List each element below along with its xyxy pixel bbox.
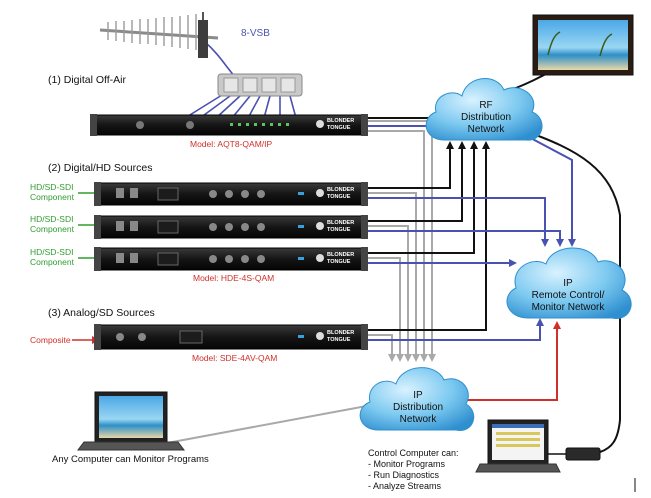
svg-text:TONGUE: TONGUE — [327, 227, 351, 233]
svg-text:Network: Network — [468, 124, 506, 135]
hde-rack-unit-3: BLONDER TONGUE — [94, 247, 368, 271]
usb-dongle-icon — [565, 447, 601, 461]
ip-links — [362, 125, 576, 341]
model-label-sde4av: Model: SDE-4AV-QAM — [192, 353, 277, 363]
svg-text:- Analyze Streams: - Analyze Streams — [368, 481, 442, 491]
svg-text:- Run Diagnostics: - Run Diagnostics — [368, 470, 440, 480]
svg-text:BLONDER: BLONDER — [327, 187, 354, 193]
svg-text:RF: RF — [479, 100, 492, 111]
control-link — [462, 321, 561, 401]
svg-text:Component: Component — [30, 224, 75, 234]
hde-rack-unit-1: BLONDER TONGUE — [94, 182, 368, 206]
svg-text:TONGUE: TONGUE — [327, 125, 351, 131]
svg-text:Remote Control/: Remote Control/ — [532, 290, 605, 301]
svg-text:- Monitor Programs: - Monitor Programs — [368, 459, 446, 469]
svg-text:HD/SD-SDI: HD/SD-SDI — [30, 247, 73, 257]
svg-text:BLONDER: BLONDER — [327, 330, 354, 336]
rf-distribution-cloud: RF Distribution Network — [425, 78, 543, 141]
composite-input-label: Composite — [30, 335, 71, 345]
svg-text:Distribution: Distribution — [461, 112, 511, 123]
svg-text:BLONDER: BLONDER — [327, 118, 354, 124]
splitter-icon — [217, 73, 303, 97]
ip-remote-control-cloud: IP Remote Control/ Monitor Network — [506, 247, 632, 319]
svg-text:TONGUE: TONGUE — [327, 194, 351, 200]
svg-text:Distribution: Distribution — [393, 402, 443, 413]
signal-type-label: 8-VSB — [241, 28, 270, 39]
television-icon — [532, 14, 634, 76]
svg-text:IP: IP — [413, 390, 423, 401]
svg-text:BLONDER: BLONDER — [327, 220, 354, 226]
svg-text:Control Computer can:: Control Computer can: — [368, 448, 459, 458]
svg-text:Monitor Network: Monitor Network — [532, 302, 606, 313]
svg-text:Component: Component — [30, 257, 75, 267]
control-laptop-icon — [475, 419, 561, 473]
aqt8-rack-unit: BLONDER TONGUE — [90, 114, 368, 136]
hde-rack-unit-2: BLONDER TONGUE — [94, 215, 368, 239]
model-label-aqt8: Model: AQT8-QAM/IP — [190, 139, 273, 149]
section-label-analog: (3) Analog/SD Sources — [48, 307, 155, 319]
antenna-feeds — [184, 41, 297, 119]
svg-text:TONGUE: TONGUE — [327, 337, 351, 343]
svg-text:Network: Network — [400, 414, 438, 425]
ip-distribution-cloud: IP Distribution Network — [359, 367, 475, 431]
svg-text:Component: Component — [30, 192, 75, 202]
yagi-antenna-icon — [99, 12, 219, 58]
monitor-laptop-icon — [77, 391, 185, 451]
model-label-hde4s: Model: HDE-4S-QAM — [193, 273, 274, 283]
svg-text:HD/SD-SDI: HD/SD-SDI — [30, 214, 73, 224]
control-computer-caption: Control Computer can: - Monitor Programs… — [368, 448, 459, 491]
svg-text:BLONDER: BLONDER — [327, 252, 354, 258]
svg-text:TONGUE: TONGUE — [327, 259, 351, 265]
monitor-links — [166, 120, 436, 444]
section-label-hd: (2) Digital/HD Sources — [48, 162, 152, 174]
sde-rack-unit: BLONDER TONGUE — [94, 324, 368, 350]
hd-input-labels: HD/SD-SDI Component HD/SD-SDI Component … — [30, 182, 75, 267]
any-computer-caption: Any Computer can Monitor Programs — [52, 454, 209, 465]
svg-text:IP: IP — [563, 278, 573, 289]
section-label-off-air: (1) Digital Off-Air — [48, 74, 126, 86]
svg-text:HD/SD-SDI: HD/SD-SDI — [30, 182, 73, 192]
